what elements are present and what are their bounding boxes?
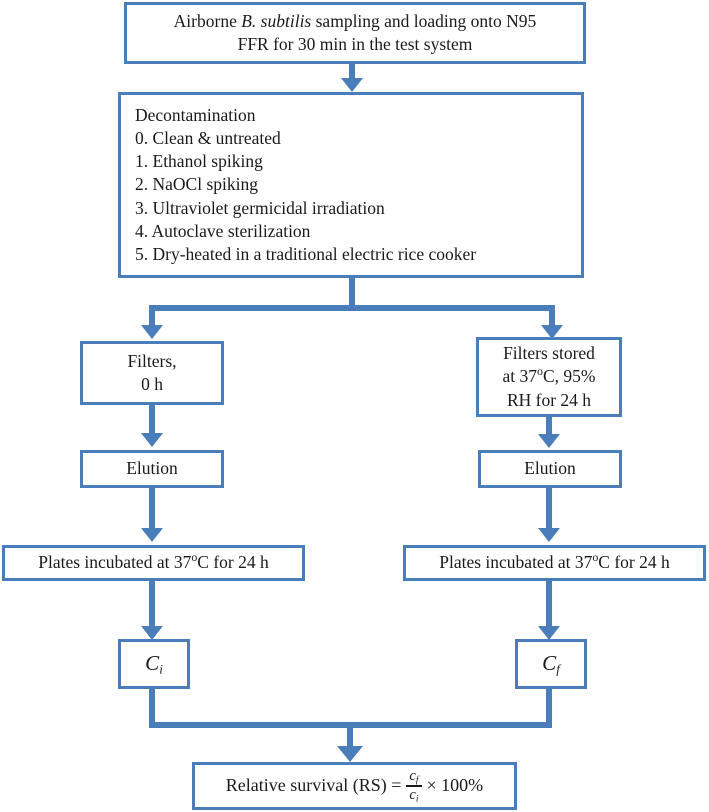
ci-base: C: [145, 651, 160, 676]
arrowhead-elution-right-to-plates-right: [538, 528, 560, 542]
node-filters-0h: Filters, 0 h: [80, 341, 224, 405]
node-plates-right: Plates incubated at 37oC for 24 h: [403, 545, 706, 581]
plates-right-pre: Plates incubated at 37: [439, 552, 593, 573]
arrowhead-sampling-to-decon: [341, 78, 363, 92]
node-ci: Ci: [118, 639, 190, 689]
connector-merge-to-relative-survival: [347, 722, 353, 750]
sampling-line-1: Airborne B. subtilis sampling and loadin…: [127, 10, 583, 33]
node-decontamination-text: Decontamination 0. Clean & untreated 1. …: [135, 104, 581, 266]
filters-stored-temp-post: C, 95%: [542, 366, 596, 387]
decon-option-4: 4. Autoclave sterilization: [135, 220, 311, 241]
arrowhead-plates-left-to-ci: [141, 626, 163, 640]
filters-stored-temp-pre: at 37: [502, 366, 538, 387]
connector-sampling-to-decon: [349, 64, 355, 80]
connector-elution-right-to-plates-right: [546, 488, 552, 529]
arrowhead-filters-stored-to-elution-right: [538, 434, 560, 448]
relative-survival-fraction: cf ci: [406, 767, 422, 803]
plates-left-pre: Plates incubated at 37: [38, 552, 192, 573]
plates-right-post: C for 24 h: [598, 552, 670, 573]
filters-0h-line-2: 0 h: [141, 374, 163, 394]
degree-symbol-icon: o: [592, 550, 599, 565]
decon-option-1: 1. Ethanol spiking: [135, 151, 263, 172]
ci-subscript: i: [159, 661, 163, 677]
decon-option-3: 3. Ultraviolet germicidal irradiation: [135, 197, 385, 218]
fraction-bar: [406, 785, 422, 787]
connector-plates-left-to-ci: [149, 581, 155, 627]
node-filters-stored: Filters stored at 37oC, 95% RH for 24 h: [476, 337, 622, 417]
node-relative-survival: Relative survival (RS) = cf ci × 100%: [192, 762, 517, 810]
filters-stored-line-1: Filters stored: [503, 343, 595, 364]
relative-survival-multiplier: × 100%: [426, 775, 484, 796]
node-filters-stored-text: Filters stored at 37oC, 95% RH for 24 h: [479, 342, 619, 411]
decon-option-5: 5. Dry-heated in a traditional electric …: [135, 243, 477, 264]
connector-decon-stem: [349, 278, 355, 311]
node-sampling-text: Airborne B. subtilis sampling and loadin…: [127, 10, 583, 56]
filters-stored-line-2: at 37oC, 95%: [479, 365, 619, 388]
numerator-base: c: [409, 767, 416, 784]
ci-symbol: Ci: [145, 650, 163, 678]
node-elution-right: Elution: [478, 450, 622, 488]
connector-decon-to-filters0h: [149, 305, 155, 327]
denominator-base: c: [409, 786, 416, 803]
plates-left-text: Plates incubated at 37oC for 24 h: [38, 551, 269, 574]
sampling-line-2: FFR for 30 min in the test system: [237, 34, 473, 54]
arrowhead-plates-right-to-cf: [538, 626, 560, 640]
decon-option-2: 2. NaOCl spiking: [135, 174, 258, 195]
sampling-line1-post: sampling and loading onto N95: [311, 10, 537, 31]
elution-right-label: Elution: [524, 458, 576, 479]
connector-ci-stem: [149, 689, 155, 728]
fraction-denominator: ci: [406, 787, 421, 803]
cf-subscript: f: [556, 661, 560, 677]
connector-cf-stem: [546, 689, 552, 728]
relative-survival-label: Relative survival (RS) =: [225, 775, 402, 796]
node-sampling: Airborne B. subtilis sampling and loadin…: [124, 2, 586, 64]
plates-right-text: Plates incubated at 37oC for 24 h: [439, 551, 670, 574]
node-plates-left: Plates incubated at 37oC for 24 h: [2, 545, 305, 581]
arrowhead-decon-to-filters-stored: [541, 325, 563, 339]
node-filters-0h-text: Filters, 0 h: [83, 350, 221, 396]
arrowhead-decon-to-filters0h: [141, 325, 163, 339]
connector-filters0h-to-elution-left: [149, 405, 155, 435]
decon-heading: Decontamination: [135, 105, 256, 126]
numerator-subscript: f: [415, 774, 419, 786]
plates-left-post: C for 24 h: [197, 552, 269, 573]
degree-symbol-icon: o: [191, 550, 198, 565]
fraction-numerator: cf: [406, 767, 421, 786]
decon-option-0: 0. Clean & untreated: [135, 128, 281, 149]
degree-symbol-icon: o: [537, 364, 543, 379]
relative-survival-formula: Relative survival (RS) = cf ci × 100%: [225, 767, 484, 803]
connector-decon-split-bar: [149, 305, 555, 311]
connector-filters-stored-to-elution-right: [546, 417, 552, 436]
cf-symbol: Cf: [542, 650, 560, 678]
filters-stored-line-3: RH for 24 h: [506, 389, 592, 410]
filters-0h-line-1: Filters,: [127, 350, 177, 371]
arrowhead-elution-left-to-plates-left: [141, 528, 163, 542]
connector-plates-right-to-cf: [546, 581, 552, 627]
node-decontamination: Decontamination 0. Clean & untreated 1. …: [118, 92, 584, 278]
sampling-line1-pre: Airborne: [173, 10, 242, 31]
node-cf: Cf: [515, 639, 587, 689]
arrowhead-merge-to-relative-survival: [337, 746, 363, 762]
connector-decon-to-filters-stored: [549, 305, 555, 327]
cf-base: C: [542, 651, 557, 676]
sampling-species-name: B. subtilis: [241, 10, 312, 31]
connector-elution-left-to-plates-left: [149, 488, 155, 529]
node-elution-left: Elution: [80, 450, 224, 488]
denominator-subscript: i: [415, 793, 419, 805]
arrowhead-filters0h-to-elution-left: [141, 433, 163, 447]
elution-left-label: Elution: [126, 458, 178, 479]
